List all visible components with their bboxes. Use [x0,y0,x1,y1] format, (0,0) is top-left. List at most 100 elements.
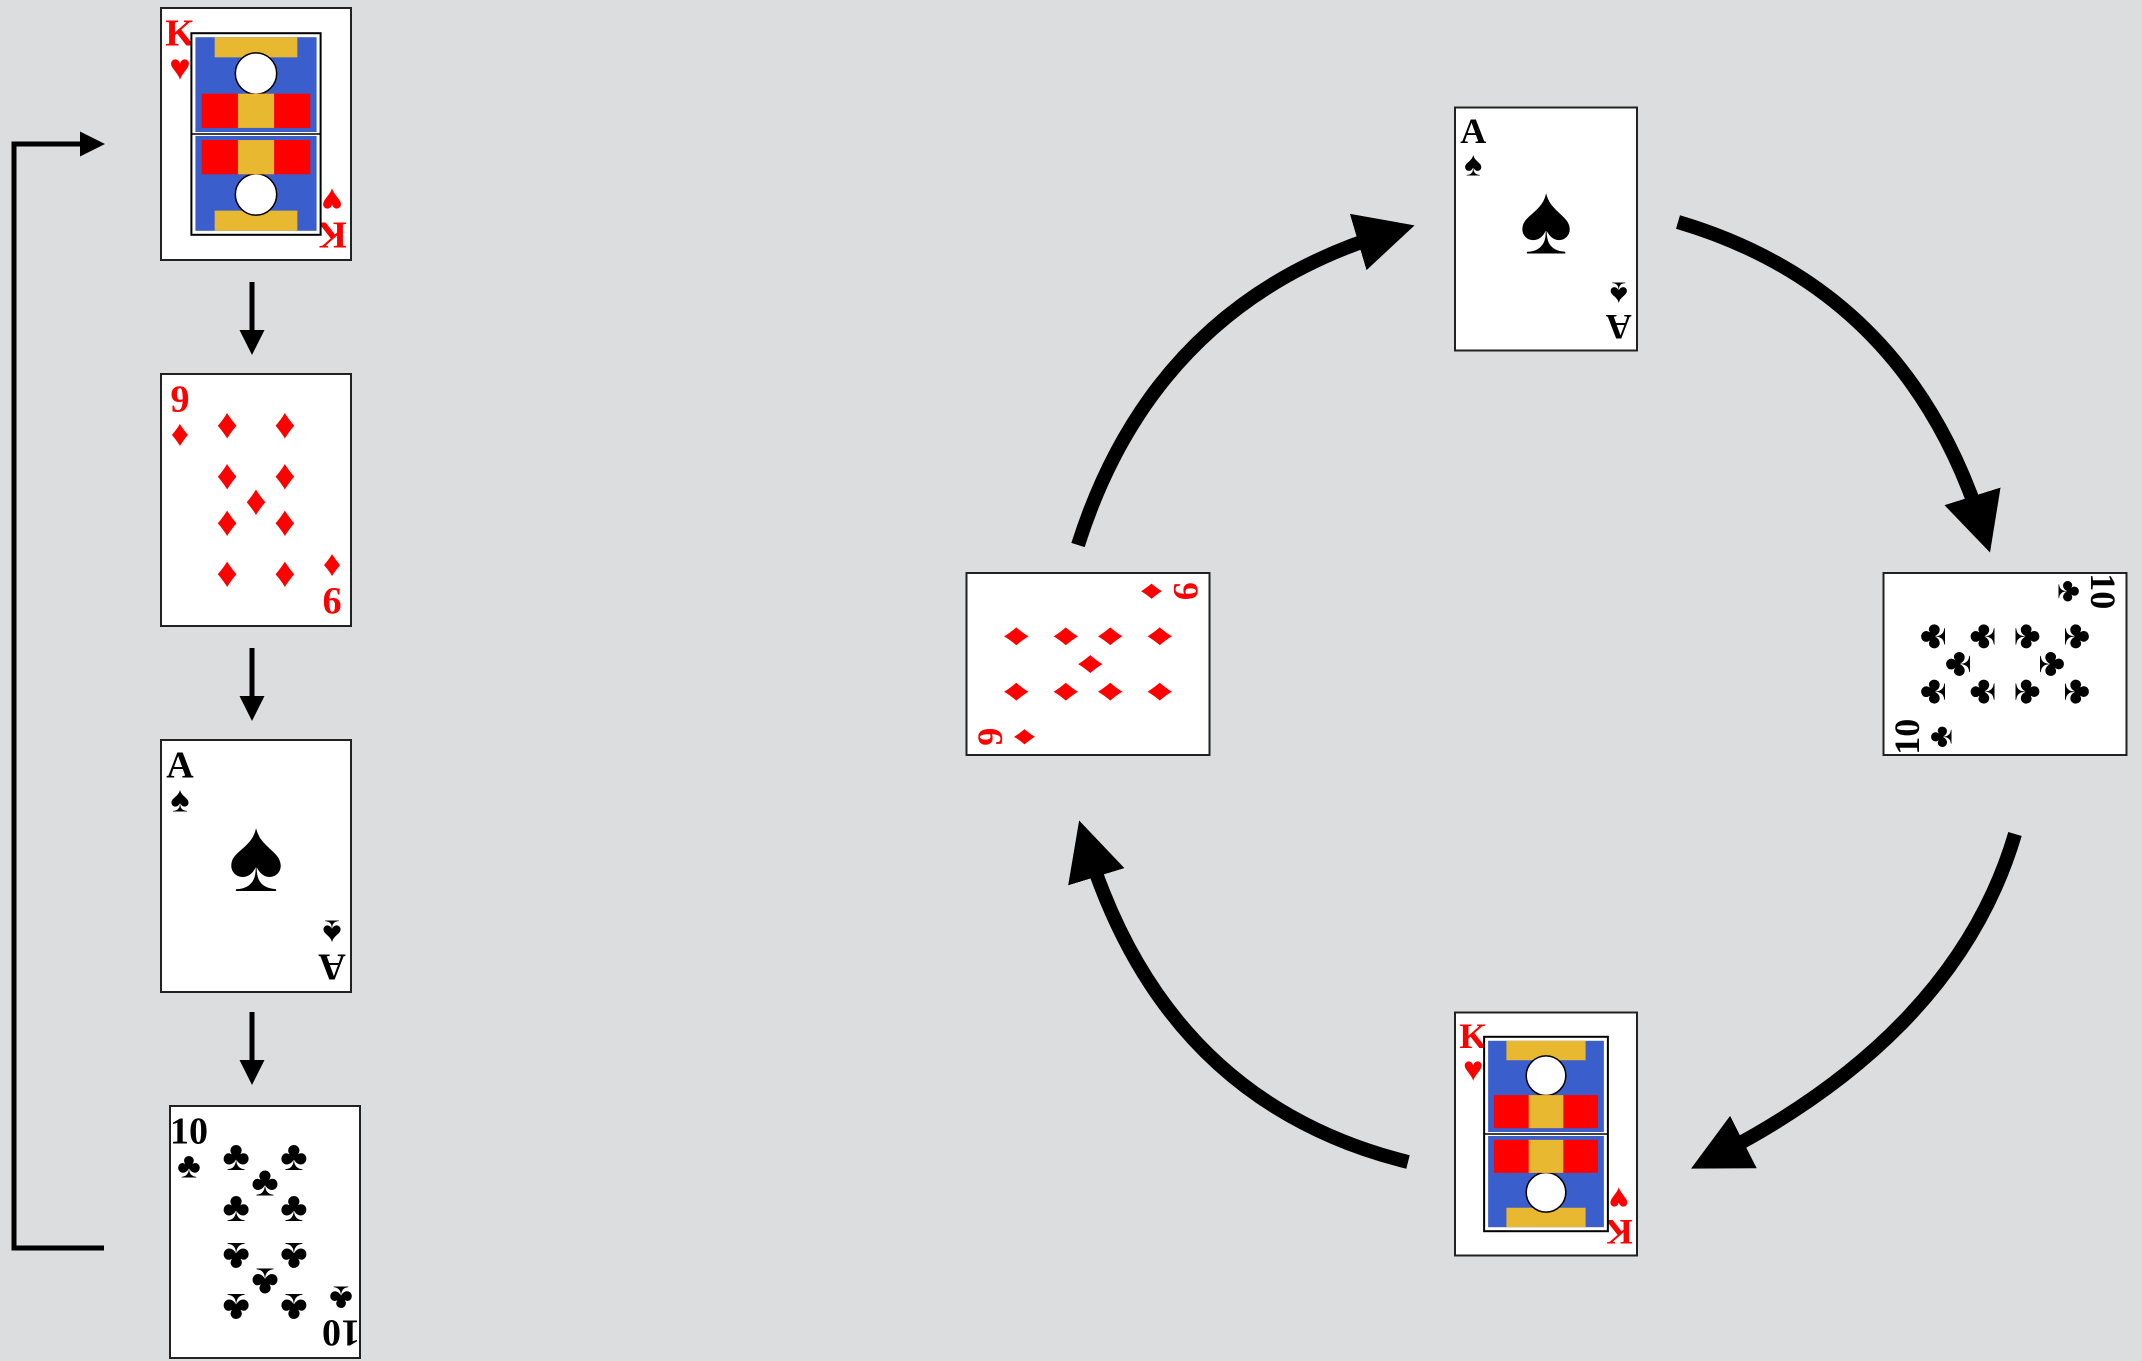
card-index: 10♣ [170,1110,208,1185]
card-index: K♥ [1605,1180,1633,1252]
circular-list: A♠A♠♠ 10♣10♣♣♣♣♣♣♣♣♣♣♣ K♥K♥ 9♦9♦♦♦♦♦♦♦♦♦… [965,106,2128,1257]
card-suit-icon: ♦ [323,546,341,586]
card-suit-icon: ♥ [1463,1051,1483,1088]
pip-icon: ♣ [1958,623,2003,649]
curved-arrow-icon [1676,215,2001,553]
pip-icon: ♣ [1909,623,1954,649]
pip-icon: ♦ [274,453,295,499]
pip-icon: ♣ [222,1233,249,1279]
card-index: 9♦ [171,378,190,453]
pip-icon: ♣ [222,1284,249,1330]
curved-arrow-icon [1071,213,1415,548]
card-index: K♥ [165,12,195,87]
card-suit-icon: ♣ [329,1278,353,1318]
pip-icon: ♦ [274,501,295,547]
pip-icon: ♣ [222,1185,249,1231]
pip-icon: ♦ [274,552,295,598]
pip-icon: ♦ [216,501,237,547]
card-suit-icon: ♠ [322,912,341,952]
card-index: A♠ [318,912,346,987]
card-nine-of-diamonds: 9♦9♦♦♦♦♦♦♦♦♦♦ [160,373,352,627]
card-king-of-hearts: K♥K♥ [1454,1011,1638,1257]
pip-icon: ♣ [1934,651,1979,677]
pip-icon: ♦ [216,453,237,499]
pip-icon: ♣ [2031,651,2076,677]
card-suit-icon: ♦ [1134,582,1171,599]
card-rank: A [318,946,346,988]
card-rank: 10 [1887,719,1927,755]
card-suit-icon: ♦ [171,414,189,454]
pip-icon: ♦ [992,626,1037,646]
card-rank: 9 [323,580,342,622]
pip-icon: ♦ [1139,681,1184,701]
card-index: 9♦ [1134,582,1206,600]
pip-icon: ♣ [222,1134,249,1180]
pip-icon: ♦ [245,479,266,525]
card-index: 9♦ [323,546,342,621]
card-suit-icon: ♥ [321,180,342,220]
card-rank: A [1460,111,1486,151]
card-body [965,572,1211,756]
pip-icon: ♣ [2056,679,2101,705]
card-index: K♥ [317,180,347,255]
pip-icon: ♦ [1090,626,1135,646]
curved-arrow-icon [1068,820,1410,1169]
king-portrait [190,32,322,236]
card-rank: 9 [1166,582,1206,600]
card-rank: 10 [170,1110,208,1152]
card-index: 10♣ [2051,573,2123,609]
card-body [160,373,352,627]
card-rank: A [1606,307,1632,347]
pip-icon: ♣ [2056,623,2101,649]
pip-icon: ♣ [2007,679,2052,705]
pip-icon: ♦ [1041,626,1086,646]
pip-icon: ♣ [2007,623,2052,649]
card-suit-icon: ♣ [177,1146,201,1186]
pip-icon: ♣ [280,1185,307,1231]
card-suit-icon: ♠ [170,780,189,820]
pip-icon: ♦ [1139,626,1184,646]
curved-arrow-icon [1691,832,2022,1169]
card-index: K♥ [1459,1016,1487,1088]
pip-icon: ♣ [251,1160,278,1206]
card-suit-icon: ♣ [1922,726,1959,748]
loop-back-arrow-icon [11,131,105,1251]
spade-icon: ♠ [1519,164,1572,275]
pip-icon: ♣ [280,1134,307,1180]
card-rank: A [166,744,194,786]
pip-icon: ♣ [280,1284,307,1330]
card-nine-of-diamonds: 9♦9♦♦♦♦♦♦♦♦♦♦ [965,572,1211,756]
pip-icon: ♦ [1041,681,1086,701]
pip-icon: ♦ [274,402,295,448]
card-ten-of-clubs: 10♣10♣♣♣♣♣♣♣♣♣♣♣ [169,1105,361,1359]
pip-icon: ♦ [1066,654,1111,674]
pip-icon: ♣ [251,1258,278,1304]
pip-icon: ♣ [1909,679,1954,705]
card-body [169,1105,361,1359]
spade-icon: ♠ [228,798,284,914]
card-index: 9♦ [970,728,1042,746]
card-index: A♠ [1460,111,1486,183]
card-ace-of-spades: A♠A♠♠ [160,739,352,993]
card-rank: 10 [322,1312,360,1354]
pip-icon: ♦ [1090,681,1135,701]
card-index: 10♣ [322,1278,360,1353]
card-king-of-hearts: K♥K♥ [160,7,352,261]
card-suit-icon: ♠ [1610,275,1628,312]
pip-icon: ♦ [992,681,1037,701]
card-rank: K [165,12,195,54]
card-ace-of-spades: A♠A♠♠ [1454,106,1638,352]
card-index: 10♣ [1887,719,1959,755]
card-rank: 9 [171,378,190,420]
card-body [160,739,352,993]
card-rank: K [317,214,347,256]
card-rank: K [1459,1016,1487,1056]
card-suit-icon: ♥ [1609,1180,1629,1217]
pip-icon: ♣ [280,1233,307,1279]
card-suit-icon: ♥ [169,48,190,88]
card-index: A♠ [166,744,194,819]
card-suit-icon: ♣ [2051,580,2088,602]
card-ten-of-clubs: 10♣10♣♣♣♣♣♣♣♣♣♣♣ [1882,572,2128,756]
